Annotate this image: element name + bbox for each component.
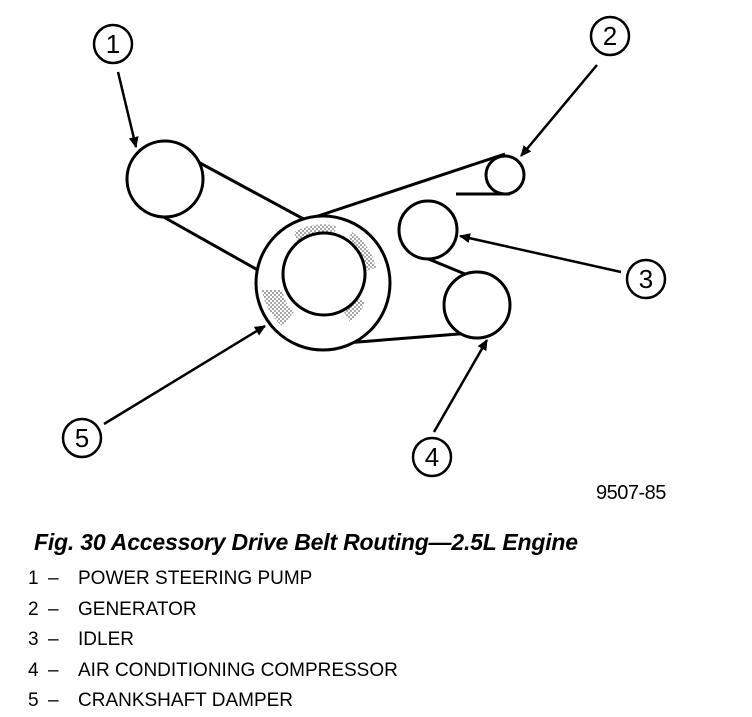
generator-pulley <box>484 154 526 196</box>
legend-separator: – <box>48 568 59 589</box>
legend-item: 1–POWER STEERING PUMP <box>28 564 398 595</box>
figure-code: 9507-85 <box>596 482 666 504</box>
legend-separator: – <box>48 659 59 681</box>
svg-text:4: 4 <box>425 442 439 472</box>
svg-text:3: 3 <box>639 264 653 294</box>
callout-1-arrow <box>116 71 139 148</box>
callout-1: 1 <box>92 23 134 65</box>
idler-pulley <box>397 199 459 261</box>
power-steering-pump-pulley <box>125 139 205 219</box>
legend-label: POWER STEERING PUMP <box>78 568 313 589</box>
callout-3-arrow <box>459 233 622 274</box>
legend-list: 1–POWER STEERING PUMP 2–GENERATOR 3–IDLE… <box>28 564 398 717</box>
figure-caption: Fig. 30 Accessory Drive Belt Routing—2.5… <box>34 529 578 555</box>
legend-item: 4–AIR CONDITIONING COMPRESSOR <box>28 656 398 687</box>
svg-text:2: 2 <box>603 21 617 51</box>
svg-text:1: 1 <box>106 29 120 59</box>
legend-item: 2–GENERATOR <box>28 595 398 626</box>
legend-number: 4 <box>28 659 39 681</box>
callout-3: 3 <box>625 258 667 300</box>
callout-5-arrow <box>103 324 266 426</box>
svg-text:5: 5 <box>75 423 89 453</box>
legend-label: GENERATOR <box>78 598 197 620</box>
legend-number: 2 <box>28 598 39 620</box>
legend-label: IDLER <box>78 629 134 650</box>
ac-compressor-pulley <box>442 270 512 340</box>
legend-separator: – <box>48 598 59 620</box>
callout-4-arrow <box>432 339 489 433</box>
belt-routing-diagram: 1 2 3 4 5 <box>61 15 667 478</box>
legend-label: CRANKSHAFT DAMPER <box>78 690 294 711</box>
legend-separator: – <box>48 629 59 650</box>
legend-number: 5 <box>28 690 39 711</box>
callout-4: 4 <box>411 436 453 478</box>
callout-2: 2 <box>589 15 631 57</box>
legend-number: 3 <box>28 629 39 650</box>
legend-label: AIR CONDITIONING COMPRESSOR <box>78 659 398 681</box>
legend-number: 1 <box>28 568 39 589</box>
callout-5: 5 <box>61 417 103 459</box>
legend-item: 3–IDLER <box>28 625 398 656</box>
crankshaft-damper-pulley <box>254 214 392 352</box>
legend-item: 5–CRANKSHAFT DAMPER <box>28 686 398 717</box>
callout-2-arrow <box>520 64 598 157</box>
legend-separator: – <box>48 690 59 711</box>
